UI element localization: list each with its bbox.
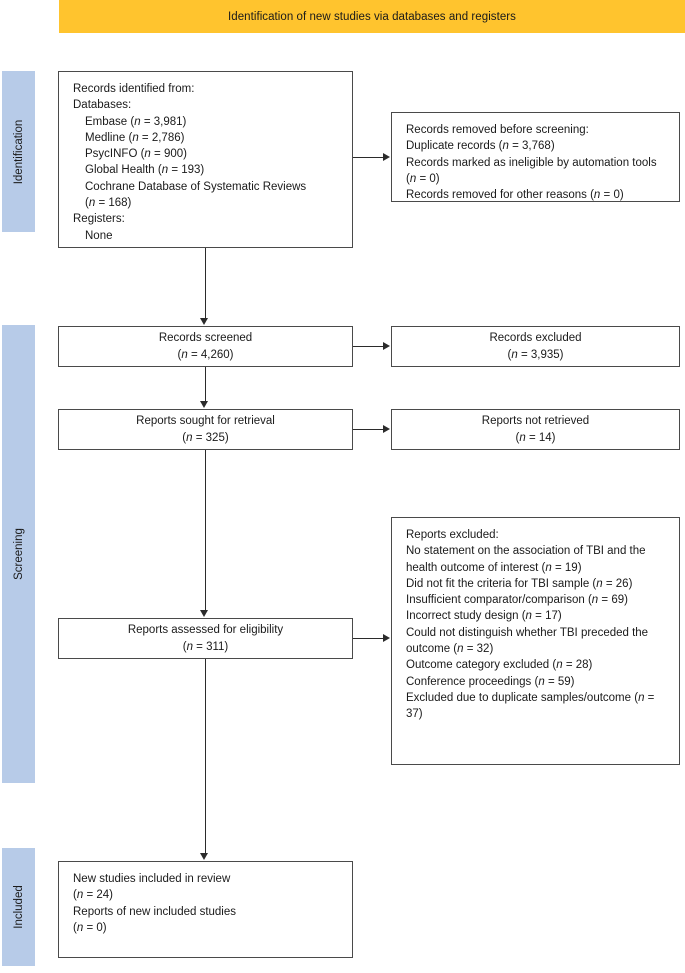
registers-label: Registers:: [73, 213, 125, 226]
phase-bar-identification: Identification: [2, 71, 35, 232]
header-banner: Identification of new studies via databa…: [59, 0, 685, 33]
included-reports-label: Reports of new included studies: [73, 905, 237, 918]
box-reports-assessed: Reports assessed for eligibility (n = 31…: [58, 618, 353, 659]
phase-label-included: Included: [12, 885, 25, 929]
records-excluded-label: Records excluded: [489, 332, 582, 345]
connector-assessed-to-reports-excluded: [353, 638, 384, 640]
exclusion-reason: Outcome category excluded (n = 28): [406, 659, 593, 672]
records-screened-count: (n = 4,260): [177, 348, 234, 361]
arrowhead-right-icon: [383, 634, 390, 642]
connector-sought-to-assessed: [204, 450, 206, 611]
removed-other: Records removed for other reasons (n = 0…: [406, 189, 624, 202]
exclusion-reason: Incorrect study design (n = 17): [406, 610, 562, 623]
reports-sought-label: Reports sought for retrieval: [136, 415, 275, 428]
reports-excluded-title: Reports excluded:: [406, 529, 499, 541]
exclusion-reason: Insufficient comparator/comparison (n = …: [406, 594, 628, 607]
arrowhead-down-icon: [200, 401, 208, 408]
box-records-identified: Records identified from: Databases: Emba…: [58, 71, 353, 248]
box-studies-included: New studies included in review (n = 24) …: [58, 861, 353, 958]
arrowhead-down-icon: [200, 610, 208, 617]
arrowhead-right-icon: [383, 342, 390, 350]
phase-bar-included: Included: [2, 848, 35, 966]
source-cochrane: Cochrane Database of Systematic Reviews: [85, 180, 307, 193]
removed-automation: Records marked as ineligible by automati…: [406, 156, 657, 185]
removed-duplicates: Duplicate records (n = 3,768): [406, 140, 555, 153]
exclusion-reason: Did not fit the criteria for TBI sample …: [406, 577, 633, 590]
exclusion-reason: Excluded due to duplicate samples/outcom…: [406, 691, 655, 721]
arrowhead-down-icon: [200, 318, 208, 325]
box-records-screened: Records screened (n = 4,260): [58, 326, 353, 367]
source-cochrane-count: (n = 168): [85, 197, 132, 210]
reports-not-retrieved-count: (n = 14): [515, 431, 556, 444]
records-identified-title: Records identified from:: [73, 83, 195, 95]
connector-identified-to-screened: [204, 248, 206, 319]
arrowhead-right-icon: [383, 153, 390, 161]
included-studies-count: (n = 24): [73, 889, 113, 902]
banner-title: Identification of new studies via databa…: [228, 10, 516, 23]
records-screened-label: Records screened: [158, 332, 253, 345]
records-removed-title: Records removed before screening:: [406, 124, 589, 136]
phase-bar-screening: Screening: [2, 325, 35, 783]
source-psycinfo: PsycINFO (n = 900): [85, 148, 187, 161]
exclusion-reason: No statement on the association of TBI a…: [406, 545, 646, 574]
connector-identified-to-removed: [353, 157, 384, 159]
reports-assessed-count: (n = 311): [182, 640, 229, 653]
connector-screened-to-excluded: [353, 346, 384, 348]
connector-sought-to-not-retrieved: [353, 429, 384, 431]
source-medline: Medline (n = 2,786): [85, 131, 185, 144]
reports-not-retrieved-label: Reports not retrieved: [481, 415, 590, 428]
connector-assessed-to-included: [204, 659, 206, 854]
included-reports-count: (n = 0): [73, 921, 107, 934]
connector-screened-to-sought: [204, 367, 206, 402]
box-records-excluded: Records excluded (n = 3,935): [391, 326, 680, 367]
registers-value: None: [85, 229, 113, 242]
source-global-health: Global Health (n = 193): [85, 164, 205, 177]
source-embase: Embase (n = 3,981): [85, 115, 187, 128]
reports-assessed-label: Reports assessed for eligibility: [127, 624, 284, 637]
reports-sought-count: (n = 325): [182, 431, 229, 444]
box-reports-sought: Reports sought for retrieval (n = 325): [58, 409, 353, 450]
databases-label: Databases:: [73, 99, 132, 112]
box-reports-excluded: Reports excluded: No statement on the as…: [391, 517, 680, 765]
included-studies-label: New studies included in review: [73, 873, 231, 885]
exclusion-reason: Could not distinguish whether TBI preced…: [406, 626, 649, 656]
arrowhead-down-icon: [200, 853, 208, 860]
box-records-removed: Records removed before screening: Duplic…: [391, 112, 680, 202]
arrowhead-right-icon: [383, 425, 390, 433]
phase-label-screening: Screening: [12, 528, 25, 580]
phase-label-identification: Identification: [12, 119, 25, 184]
box-reports-not-retrieved: Reports not retrieved (n = 14): [391, 409, 680, 450]
exclusion-reason: Conference proceedings (n = 59): [406, 675, 575, 688]
records-excluded-count: (n = 3,935): [507, 348, 564, 361]
